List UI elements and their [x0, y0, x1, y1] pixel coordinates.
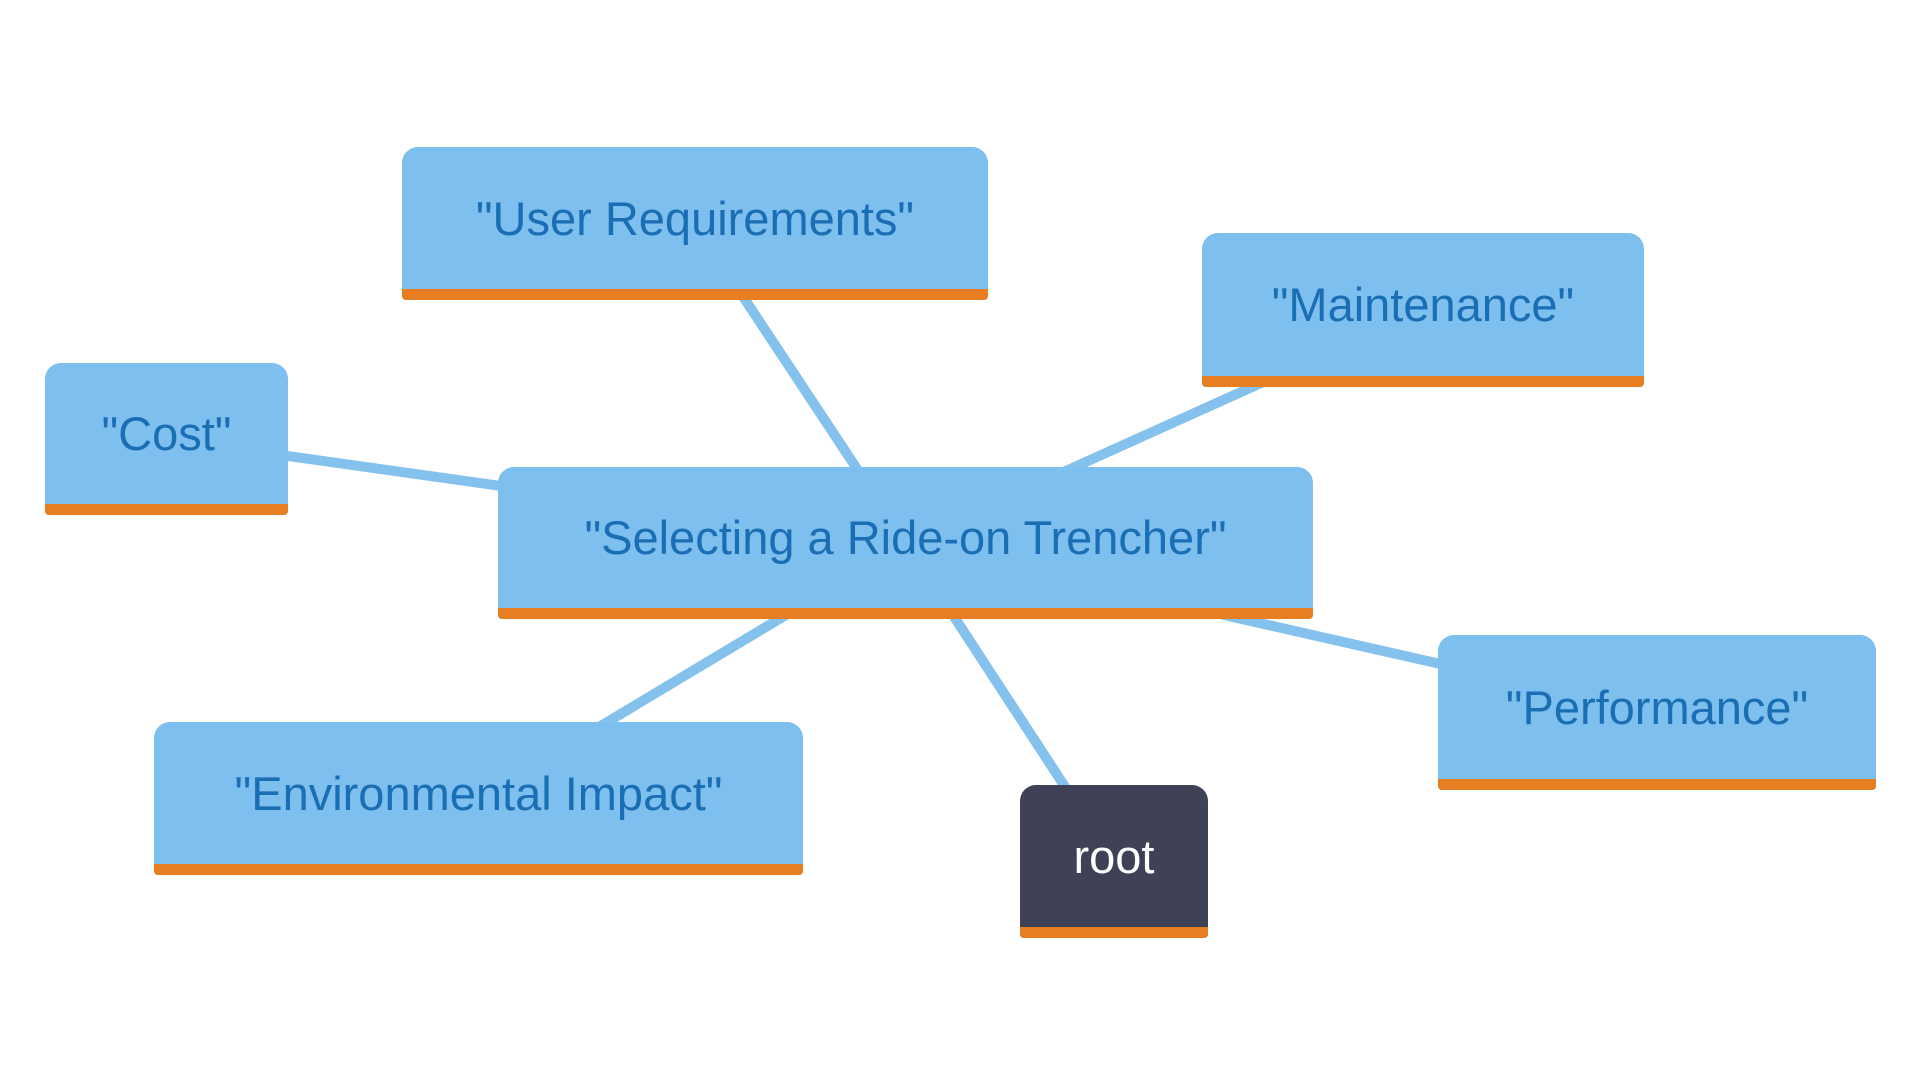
node-cost: "Cost": [45, 363, 288, 515]
node-underline: [154, 864, 803, 875]
node-root: root: [1020, 785, 1208, 938]
node-user-requirements-label: "User Requirements": [475, 191, 915, 245]
node-user-requirements: "User Requirements": [402, 147, 988, 300]
node-underline: [1020, 927, 1208, 938]
node-performance-label: "Performance": [1505, 680, 1809, 734]
node-underline: [1438, 779, 1876, 790]
node-maintenance: "Maintenance": [1202, 233, 1644, 387]
node-center-topic-label: "Selecting a Ride-on Trencher": [584, 511, 1227, 564]
node-underline: [45, 504, 288, 515]
node-root-label: root: [1073, 829, 1155, 883]
node-center-topic: "Selecting a Ride-on Trencher": [498, 467, 1313, 619]
node-underline: [1202, 376, 1644, 387]
node-cost-label: "Cost": [101, 407, 232, 460]
node-underline: [402, 289, 988, 300]
node-environmental-impact-label: "Environmental Impact": [234, 766, 723, 820]
node-maintenance-label: "Maintenance": [1271, 278, 1575, 331]
node-performance: "Performance": [1438, 635, 1876, 790]
node-environmental-impact: "Environmental Impact": [154, 722, 803, 875]
node-underline: [498, 608, 1313, 619]
